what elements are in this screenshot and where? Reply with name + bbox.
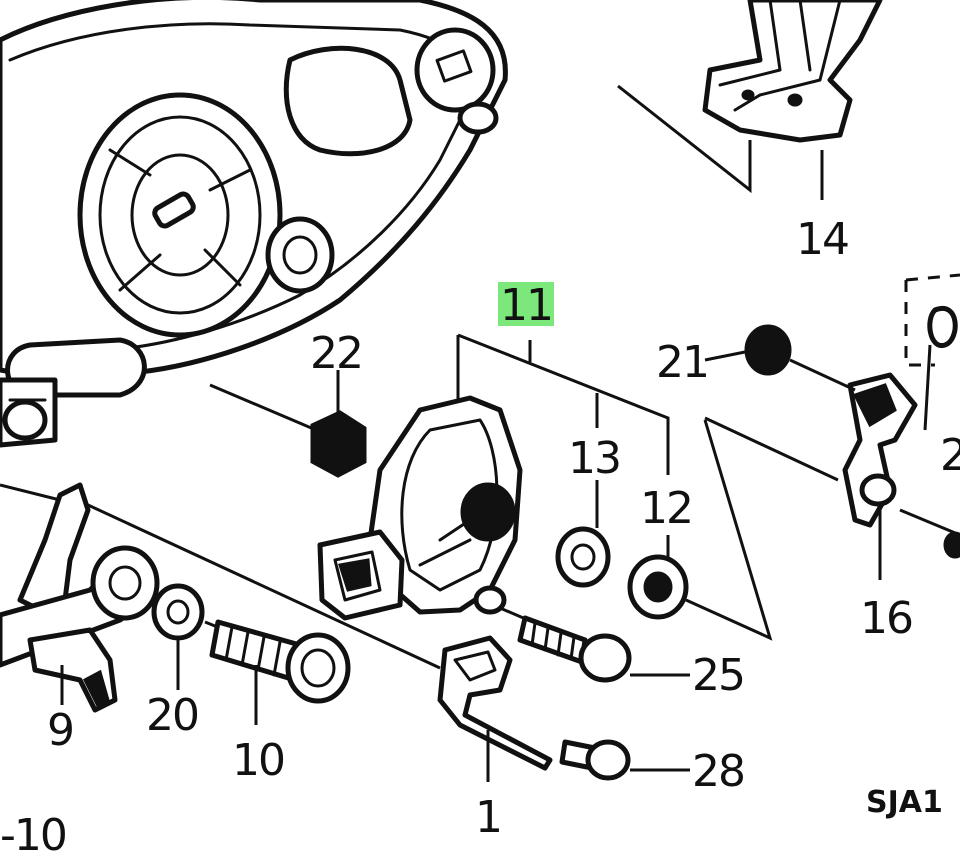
right-link-assembly xyxy=(704,273,960,580)
callout-20[interactable]: 20 xyxy=(146,690,200,741)
callout-minus-10[interactable]: -10 xyxy=(0,810,68,861)
callout-1[interactable]: 1 xyxy=(475,792,503,843)
nut-part-22 xyxy=(209,370,367,478)
callout-labels: 11 22 21 13 12 14 16 25 28 9 20 10 1 2 -… xyxy=(0,214,960,861)
clip-part-1 xyxy=(437,635,553,782)
callout-28[interactable]: 28 xyxy=(692,746,746,797)
callout-21[interactable]: 21 xyxy=(656,337,710,388)
housing-assembly xyxy=(0,0,508,448)
bolt-part-25 xyxy=(499,606,690,683)
callout-9[interactable]: 9 xyxy=(47,705,75,756)
callout-2[interactable]: 2 xyxy=(940,430,960,481)
bolt-part-10 xyxy=(204,619,351,725)
callout-14[interactable]: 14 xyxy=(796,214,850,265)
callout-25[interactable]: 25 xyxy=(692,650,746,701)
callout-22[interactable]: 22 xyxy=(310,328,364,379)
highlight-box xyxy=(498,282,554,326)
lever-part-9 xyxy=(0,482,441,713)
callout-16[interactable]: 16 xyxy=(860,593,914,644)
washer-part-20 xyxy=(151,583,205,690)
sensor-assembly xyxy=(317,333,773,641)
callout-12[interactable]: 12 xyxy=(640,483,694,534)
callout-11[interactable]: 11 xyxy=(500,280,554,331)
bracket-part xyxy=(617,0,883,200)
reference-code: SJA1 xyxy=(866,785,943,820)
bolt-part-28 xyxy=(559,739,690,781)
callout-13[interactable]: 13 xyxy=(568,433,622,484)
callout-10[interactable]: 10 xyxy=(232,735,286,786)
